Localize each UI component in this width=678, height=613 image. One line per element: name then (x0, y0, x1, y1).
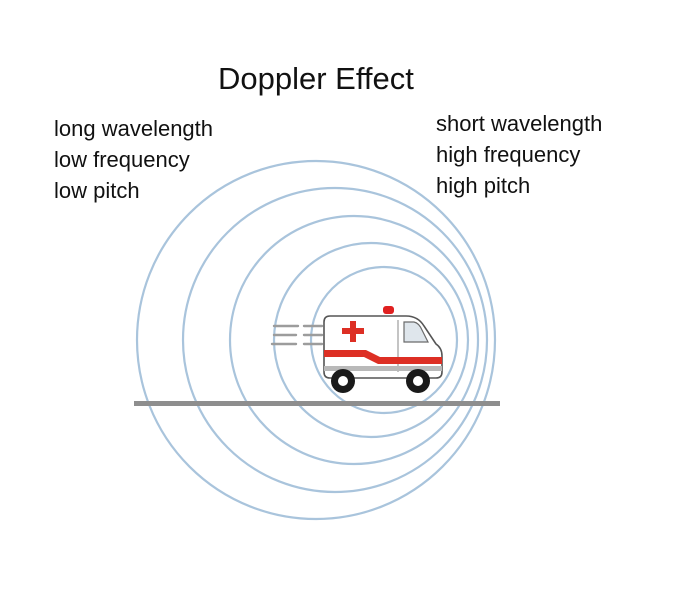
right-labels: short wavelength high frequency high pit… (436, 108, 602, 201)
left-label-frequency: low frequency (54, 147, 190, 172)
sound-wave-circles (135, 159, 497, 521)
motion-lines (270, 324, 324, 346)
right-label-pitch: high pitch (436, 173, 531, 198)
left-label-wavelength: long wavelength (54, 116, 214, 141)
wave-circle-5 (309, 265, 459, 415)
ambulance-window (403, 321, 429, 343)
left-label-pitch: low pitch (54, 178, 140, 203)
wave-circle-2 (181, 186, 489, 494)
red-cross-icon (342, 321, 364, 342)
wave-circle-3 (228, 214, 480, 466)
red-stripe (324, 350, 442, 364)
front-wheel (406, 369, 430, 393)
lower-trim (324, 366, 442, 371)
diagram-title: Doppler Effect (218, 61, 414, 96)
rear-wheel (331, 369, 355, 393)
wave-circle-1 (135, 159, 497, 521)
ground-line (134, 401, 500, 406)
left-labels: long wavelength low frequency low pitch (54, 113, 213, 206)
right-label-frequency: high frequency (436, 142, 581, 167)
siren-light (383, 306, 394, 314)
right-label-wavelength: short wavelength (436, 111, 603, 136)
wave-circle-4 (272, 241, 470, 439)
ambulance-icon (323, 306, 443, 393)
